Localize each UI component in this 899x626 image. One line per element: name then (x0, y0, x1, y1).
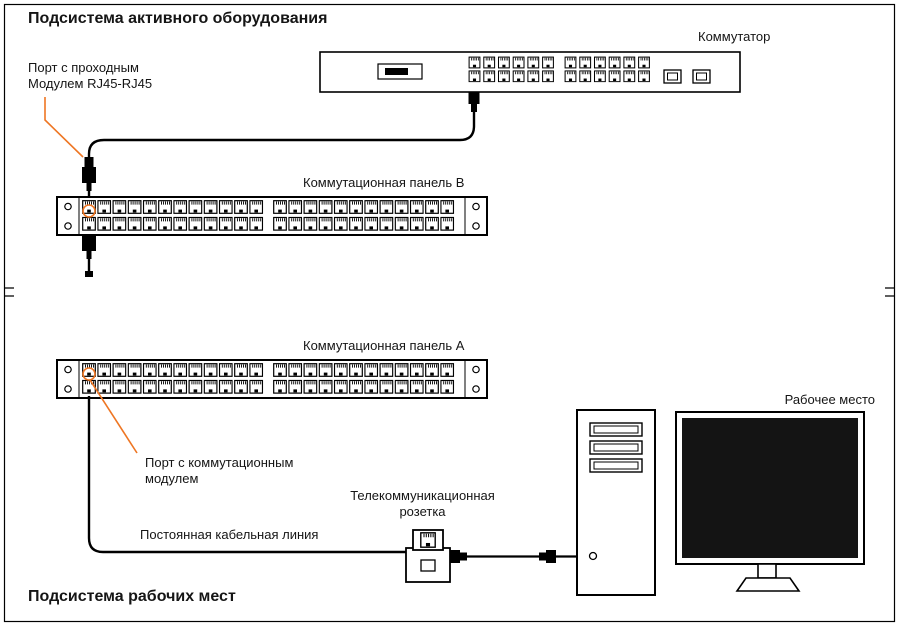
outlet-jack-icon (420, 532, 436, 548)
pc-power-button-icon (588, 551, 598, 561)
patch-panel-b (56, 196, 488, 236)
monitor-stand-base (735, 577, 801, 592)
telecom-outlet-label: Телекоммуникационная розетка (350, 488, 495, 519)
panel-a-label: Коммутационная панель A (303, 338, 465, 353)
cable-permanent-link (87, 396, 406, 554)
cable-below-panel-b (82, 236, 96, 277)
patch-panel-a (56, 359, 488, 399)
callout-passthrough-port (44, 97, 96, 218)
pc-drive-bays (589, 422, 643, 473)
switch-uplink-ports (663, 69, 711, 84)
passthrough-port-highlight-ring (82, 204, 96, 218)
passthrough-port-label: Порт с проходным Модулем RJ45-RJ45 (28, 60, 153, 91)
patch-module-port-label: Порт с коммутационным модулем (145, 455, 294, 486)
panel-b-label: Коммутационная панель B (303, 175, 465, 190)
monitor-stand-neck (757, 563, 777, 579)
callout-patch-module-port (82, 367, 138, 454)
permanent-link-label: Постоянная кабельная линия (140, 527, 319, 542)
section-title-workplaces: Подсистема рабочих мест (28, 588, 236, 605)
patch-module-port-highlight-ring (82, 367, 96, 381)
monitor-screen (682, 418, 858, 558)
page-border (3, 3, 896, 623)
cable-patch-cord-workplace (450, 550, 577, 563)
telecom-outlet (405, 529, 451, 583)
switch-label: Коммутатор (698, 29, 771, 44)
workplace-label: Рабочее место (784, 392, 875, 407)
section-title-active-equipment: Подсистема активного оборудования (28, 10, 328, 27)
switch-display (377, 63, 423, 80)
pc-tower (576, 409, 656, 596)
switch-device (319, 51, 741, 93)
monitor (675, 411, 865, 592)
